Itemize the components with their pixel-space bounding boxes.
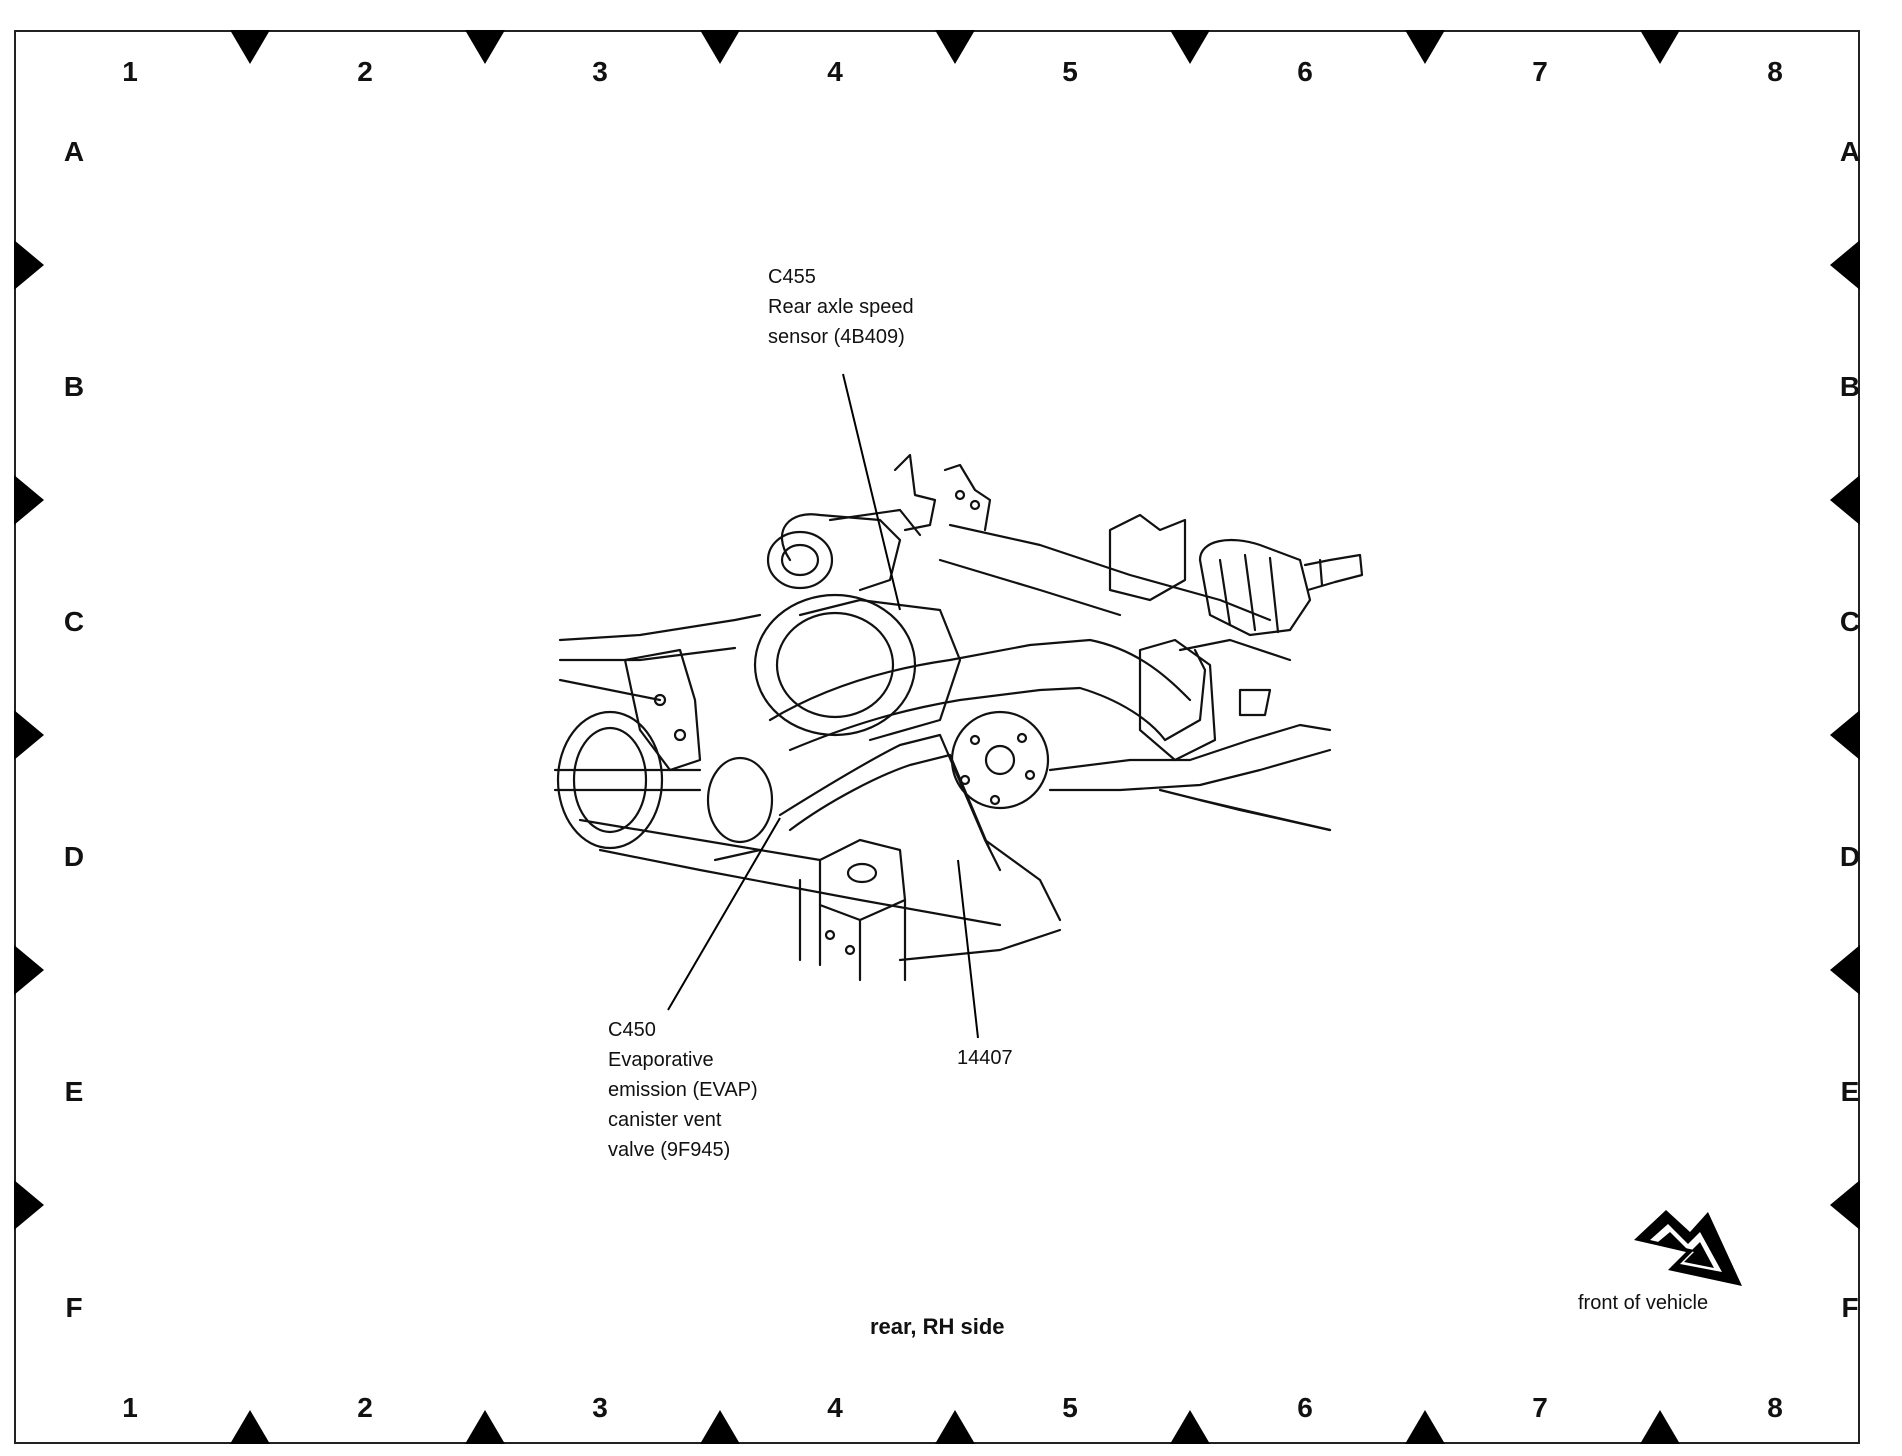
callout-c450-evap-canister-vent-valve: C450 Evaporative emission (EVAP) caniste… bbox=[608, 1019, 758, 1161]
grid-column-bottom-4: 4 bbox=[827, 1392, 843, 1423]
grid-row-right-b: B bbox=[1839, 371, 1861, 402]
grid-column-top-6: 6 bbox=[1297, 56, 1313, 87]
grid-row-right-c: C bbox=[1839, 606, 1861, 637]
grid-column-bottom-1: 1 bbox=[122, 1392, 138, 1423]
grid-markers-right bbox=[1830, 240, 1860, 1230]
grid-row-left-d: D bbox=[63, 841, 85, 872]
leader-lines bbox=[667, 373, 979, 1039]
grid-column-top-5: 5 bbox=[1062, 56, 1078, 87]
grid-column-top-7: 7 bbox=[1532, 56, 1548, 87]
grid-column-bottom-3: 3 bbox=[592, 1392, 608, 1423]
grid-row-right-f: F bbox=[1841, 1292, 1859, 1323]
grid-row-left-e: E bbox=[64, 1076, 84, 1107]
grid-markers-top bbox=[230, 30, 1680, 64]
grid-row-right-e: E bbox=[1840, 1076, 1860, 1107]
grid-row-left-c: C bbox=[63, 606, 85, 637]
grid-row-left-b: B bbox=[63, 371, 85, 402]
grid-column-bottom-7: 7 bbox=[1532, 1392, 1548, 1423]
rear-subframe-illustration bbox=[553, 453, 1364, 982]
callout-14407-harness: 14407 bbox=[957, 1047, 1013, 1069]
grid-row-right-a: A bbox=[1839, 136, 1861, 167]
view-caption: rear, RH side bbox=[870, 1314, 1005, 1339]
grid-row-left-a: A bbox=[63, 136, 85, 167]
grid-markers-left bbox=[14, 240, 44, 1230]
direction-arrow-icon bbox=[1634, 1210, 1742, 1286]
grid-markers-bottom bbox=[230, 1410, 1680, 1444]
grid-row-left-f: F bbox=[65, 1292, 83, 1323]
grid-column-top-3: 3 bbox=[592, 56, 608, 87]
grid-column-bottom-2: 2 bbox=[357, 1392, 373, 1423]
grid-column-top-1: 1 bbox=[122, 56, 138, 87]
callout-c455-rear-axle-speed-sensor: C455 Rear axle speed sensor (4B409) bbox=[768, 266, 914, 348]
grid-column-top-8: 8 bbox=[1767, 56, 1783, 87]
front-of-vehicle-label: front of vehicle bbox=[1578, 1292, 1709, 1314]
grid-column-bottom-8: 8 bbox=[1767, 1392, 1783, 1423]
grid-column-bottom-6: 6 bbox=[1297, 1392, 1313, 1423]
grid-column-top-2: 2 bbox=[357, 56, 373, 87]
grid-column-bottom-5: 5 bbox=[1062, 1392, 1078, 1423]
grid-column-top-4: 4 bbox=[827, 56, 843, 87]
grid-row-right-d: D bbox=[1839, 841, 1861, 872]
